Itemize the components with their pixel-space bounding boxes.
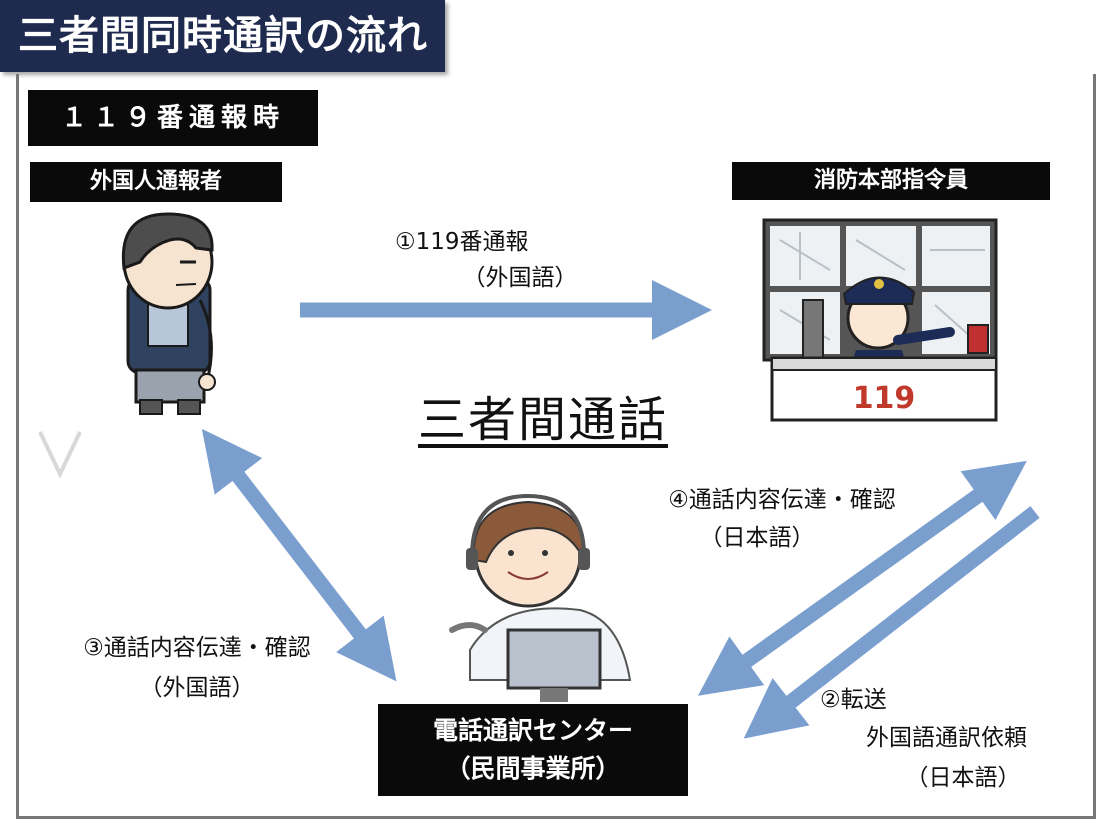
interpreter-center-label: 電話通訳センター （民間事業所） [378,704,688,796]
step1-label: ①119番通報 [395,229,529,255]
step2-language: （日本語） [905,765,1021,791]
center-label-type: （民間事業所） [445,754,621,783]
page-title: 三者間同時通訳の流れ [0,0,445,72]
dispatcher-label: 消防本部指令員 [732,162,1050,200]
step1-sublabel: （外国語） [462,265,578,291]
caller-illustration [121,212,216,415]
center-label-name: 電話通訳センター [432,716,633,745]
step3-sublabel: （外国語） [139,675,255,701]
arrow-step4-a [698,460,1027,696]
step2-sublabel: 外国語通訳依頼 [866,725,1027,751]
watermark-logo [38,431,82,479]
step3-label: ③通話内容伝達・確認 [83,635,311,661]
arrow-step2 [743,506,1040,739]
caller-label: 外国人通報者 [30,162,282,202]
dispatcher-illustration: 119 [762,218,998,422]
case-label: １１９番通報時 [28,90,318,146]
step4-sublabel: （日本語） [699,525,815,551]
three-way-call-label: 三者間通話 [418,392,669,448]
arrow-step3 [201,428,397,682]
diagram-frame [16,74,1096,819]
step2-label: ②転送 [820,687,887,713]
step4-label: ④通話内容伝達・確認 [668,487,896,513]
interpreter-illustration [449,493,632,702]
dispatch-desk-number: 119 [853,381,916,416]
